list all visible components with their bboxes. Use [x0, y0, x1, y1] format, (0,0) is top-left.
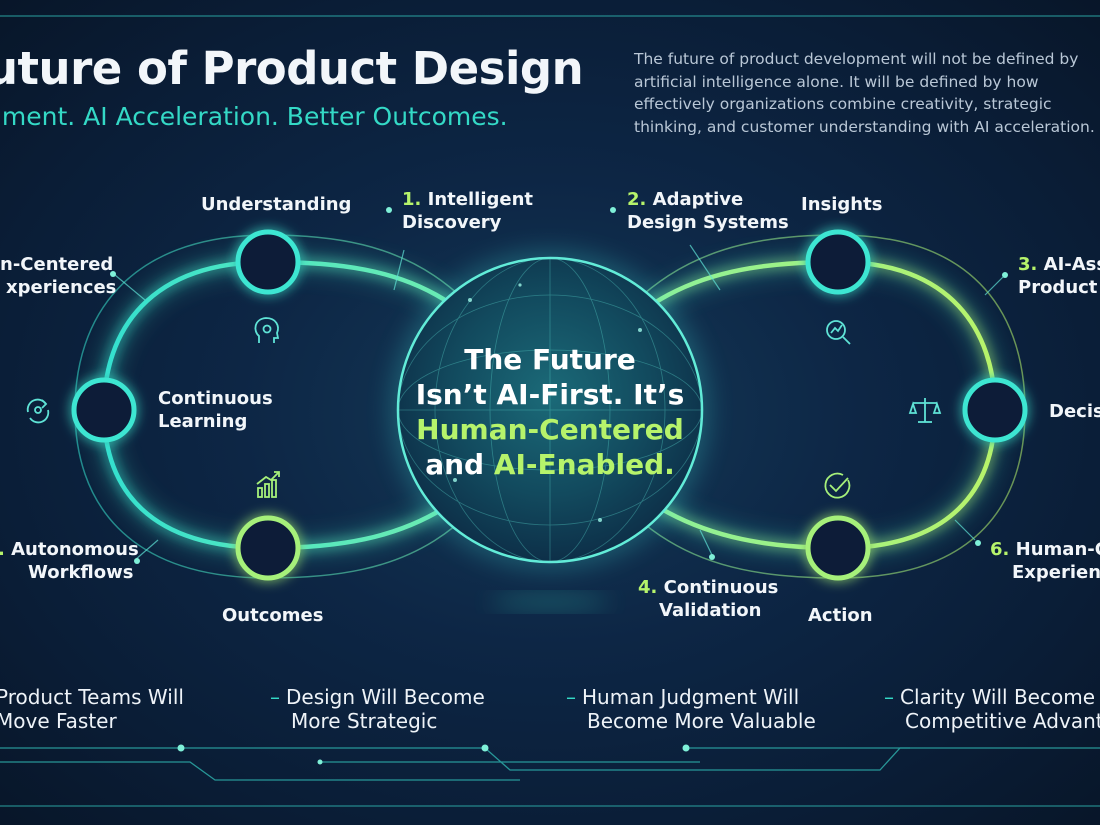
statement-human-judgment: –Human Judgment Will Become More Valuabl… [566, 685, 816, 733]
center-line: Isn’t AI-First. It’s [415, 378, 685, 411]
pillar-line: Adaptive [652, 189, 744, 210]
pillar-ai-assisted: 3. AI-Ass Product S [1018, 253, 1100, 299]
label-understanding: Understanding [201, 194, 352, 215]
pillar-number: 2. [627, 189, 647, 210]
pillar-number: . [0, 539, 5, 560]
label-decisions: Decis [1049, 401, 1100, 422]
statement-line: Human Judgment Will [582, 685, 800, 709]
node-decisions [962, 377, 1028, 443]
leader-lines [114, 244, 1006, 561]
pillar-number: 3. [1018, 254, 1038, 275]
circuit-traces [0, 747, 1100, 781]
pillar-line: n-Centered [0, 254, 114, 275]
center-highlight: Human-Centered [416, 413, 684, 446]
statement-line: More Strategic [291, 709, 438, 733]
refresh-cycle-icon [26, 398, 50, 424]
pillar-left-edge: n-Centered xperiences [0, 253, 116, 299]
node-action [805, 515, 871, 581]
pillar-line: Human-Ce [1015, 539, 1100, 560]
statement-line: Competitive Advanta [905, 709, 1100, 733]
pillar-line: Product S [1018, 277, 1100, 298]
label-continuous-learning: Continuous Learning [158, 387, 273, 433]
label-insights: Insights [801, 194, 883, 215]
pillar-number: 6. [990, 539, 1010, 560]
node-understanding [235, 229, 301, 295]
pillar-line: xperiences [6, 277, 117, 298]
statement-line: Clarity Will Become [900, 685, 1095, 709]
label-action: Action [808, 605, 873, 626]
pillar-line: Discovery [402, 212, 502, 233]
pillar-line: Design Systems [627, 212, 789, 233]
pillar-line: Workflows [28, 562, 134, 583]
growth-chart-icon [256, 471, 280, 498]
pillar-line: Validation [659, 600, 762, 621]
statement-design-strategic: –Design Will Become More Strategic [270, 685, 485, 733]
intro-paragraph: The future of product development will n… [634, 50, 1095, 136]
pillar-line: Intelligent [427, 189, 534, 210]
statement-line: Product Teams Will [0, 685, 184, 709]
balance-scale-icon [908, 398, 942, 423]
statement-line: Become More Valuable [587, 709, 816, 733]
label-line: Learning [158, 411, 248, 432]
circuit-nodes [177, 744, 690, 765]
center-line: and [425, 448, 494, 481]
pillar-intelligent-discovery: 1. Intelligent Discovery [402, 188, 533, 234]
pillar-number: 4. [638, 577, 658, 598]
page-subtitle: gment. AI Acceleration. Better Outcomes. [0, 102, 508, 131]
magnifier-chart-icon [826, 320, 851, 345]
pillar-line: Experienc [1012, 562, 1100, 583]
node-outcomes [235, 515, 301, 581]
statement-clarity: –Clarity Will Become Competitive Advanta [884, 685, 1100, 733]
statement-line: Move Faster [0, 709, 117, 733]
page-title: uture of Product Design [0, 42, 584, 95]
pillar-human-centered-experiences: 6. Human-Ce Experienc [990, 538, 1100, 584]
statement-product-teams: Product Teams Will Move Faster [0, 685, 184, 733]
node-insights [805, 229, 871, 295]
pillar-line: Continuous [663, 577, 779, 598]
center-line: The Future [464, 343, 636, 376]
checkmark-circle-icon [824, 472, 851, 499]
pillar-line: AI-Ass [1043, 254, 1100, 275]
statement-line: Design Will Become [286, 685, 485, 709]
label-line: Continuous [158, 388, 273, 409]
pillar-continuous-validation: 4. Continuous Validation [638, 576, 778, 622]
center-statement: The Future Isn’t AI-First. It’s Human-Ce… [400, 342, 700, 482]
node-continuous-learning [71, 377, 137, 443]
pillar-number: 1. [402, 189, 422, 210]
pillar-line: Autonomous [11, 539, 139, 560]
pillar-adaptive-design-systems: 2. Adaptive Design Systems [627, 188, 789, 234]
label-outcomes: Outcomes [222, 605, 324, 626]
head-lightbulb-icon [254, 317, 280, 343]
pillar-autonomous-workflows: . Autonomous Workflows [0, 538, 139, 584]
accent-dots [110, 207, 1008, 564]
center-globe [390, 250, 710, 570]
center-highlight: AI-Enabled. [493, 448, 675, 481]
